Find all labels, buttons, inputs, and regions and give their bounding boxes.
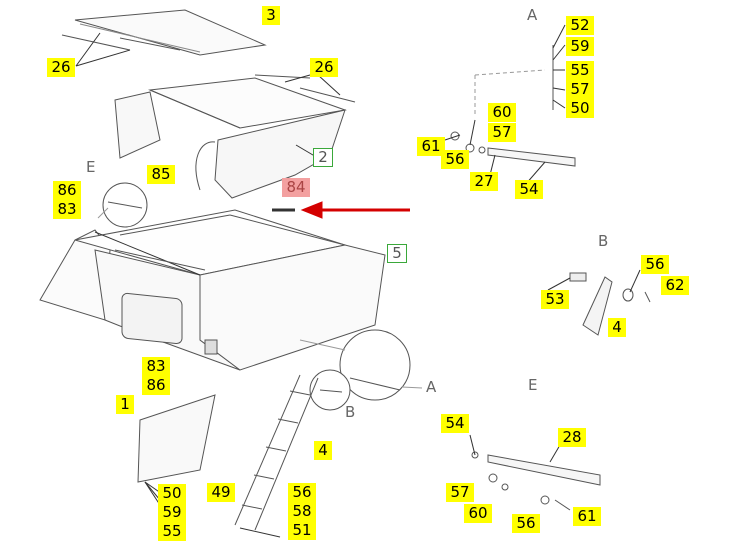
part-label-28: 28 [558,428,586,447]
part-label-61: 61 [573,507,601,526]
side-panel [137,394,216,483]
view-letter-a: A [527,6,538,24]
part-label-55: 55 [566,61,594,80]
bracket-b [582,276,613,336]
view-letter-e: E [528,376,538,394]
part-label-2: 2 [313,148,333,167]
part-label-26: 26 [310,58,338,77]
part-label-27: 27 [470,172,498,191]
part-label-56: 56 [512,514,540,533]
part-label-57: 57 [446,483,474,502]
cover-side-left [114,91,161,159]
part-label-83: 83 [53,200,81,219]
part-label-54: 54 [441,414,469,433]
part-label-83: 83 [142,357,170,376]
part-label-50: 50 [566,99,594,118]
part-label-4: 4 [608,318,626,337]
part-label-61: 61 [417,137,445,156]
slotted-arm [487,454,601,486]
part-label-54: 54 [515,180,543,199]
part-label-53: 53 [541,290,569,309]
part-label-86: 86 [53,181,81,200]
part-label-3: 3 [262,6,280,25]
part-label-60: 60 [464,504,492,523]
part-label-56: 56 [288,483,316,502]
part-label-58: 58 [288,502,316,521]
lid-panel [74,9,267,56]
view-letter-b: B [598,232,609,250]
view-letter-a-callout: A [426,378,437,396]
part-label-59: 59 [158,503,186,522]
part-label-86: 86 [142,376,170,395]
part-label-85: 85 [147,165,175,184]
part-label-1: 1 [116,395,134,414]
part-label-52: 52 [566,16,594,35]
part-label-51: 51 [288,521,316,540]
view-letter-b-callout: B [345,403,356,421]
part-label-55: 55 [158,522,186,541]
part-label-4: 4 [314,441,332,460]
part-label-60: 60 [488,103,516,122]
part-label-62: 62 [661,276,689,295]
part-label-57: 57 [566,80,594,99]
part-label-49: 49 [207,483,235,502]
arm-bar [487,147,576,167]
part-label-26: 26 [47,58,75,77]
part-label-56: 56 [441,150,469,169]
part-label-59: 59 [566,37,594,56]
view-letter-e-callout: E [86,158,96,176]
cover-side-right [214,109,346,199]
part-label-50: 50 [158,484,186,503]
part-label-56: 56 [641,255,669,274]
part-label-84-highlighted: 84 [282,178,310,197]
part-label-57: 57 [488,123,516,142]
part-label-5: 5 [387,244,407,263]
